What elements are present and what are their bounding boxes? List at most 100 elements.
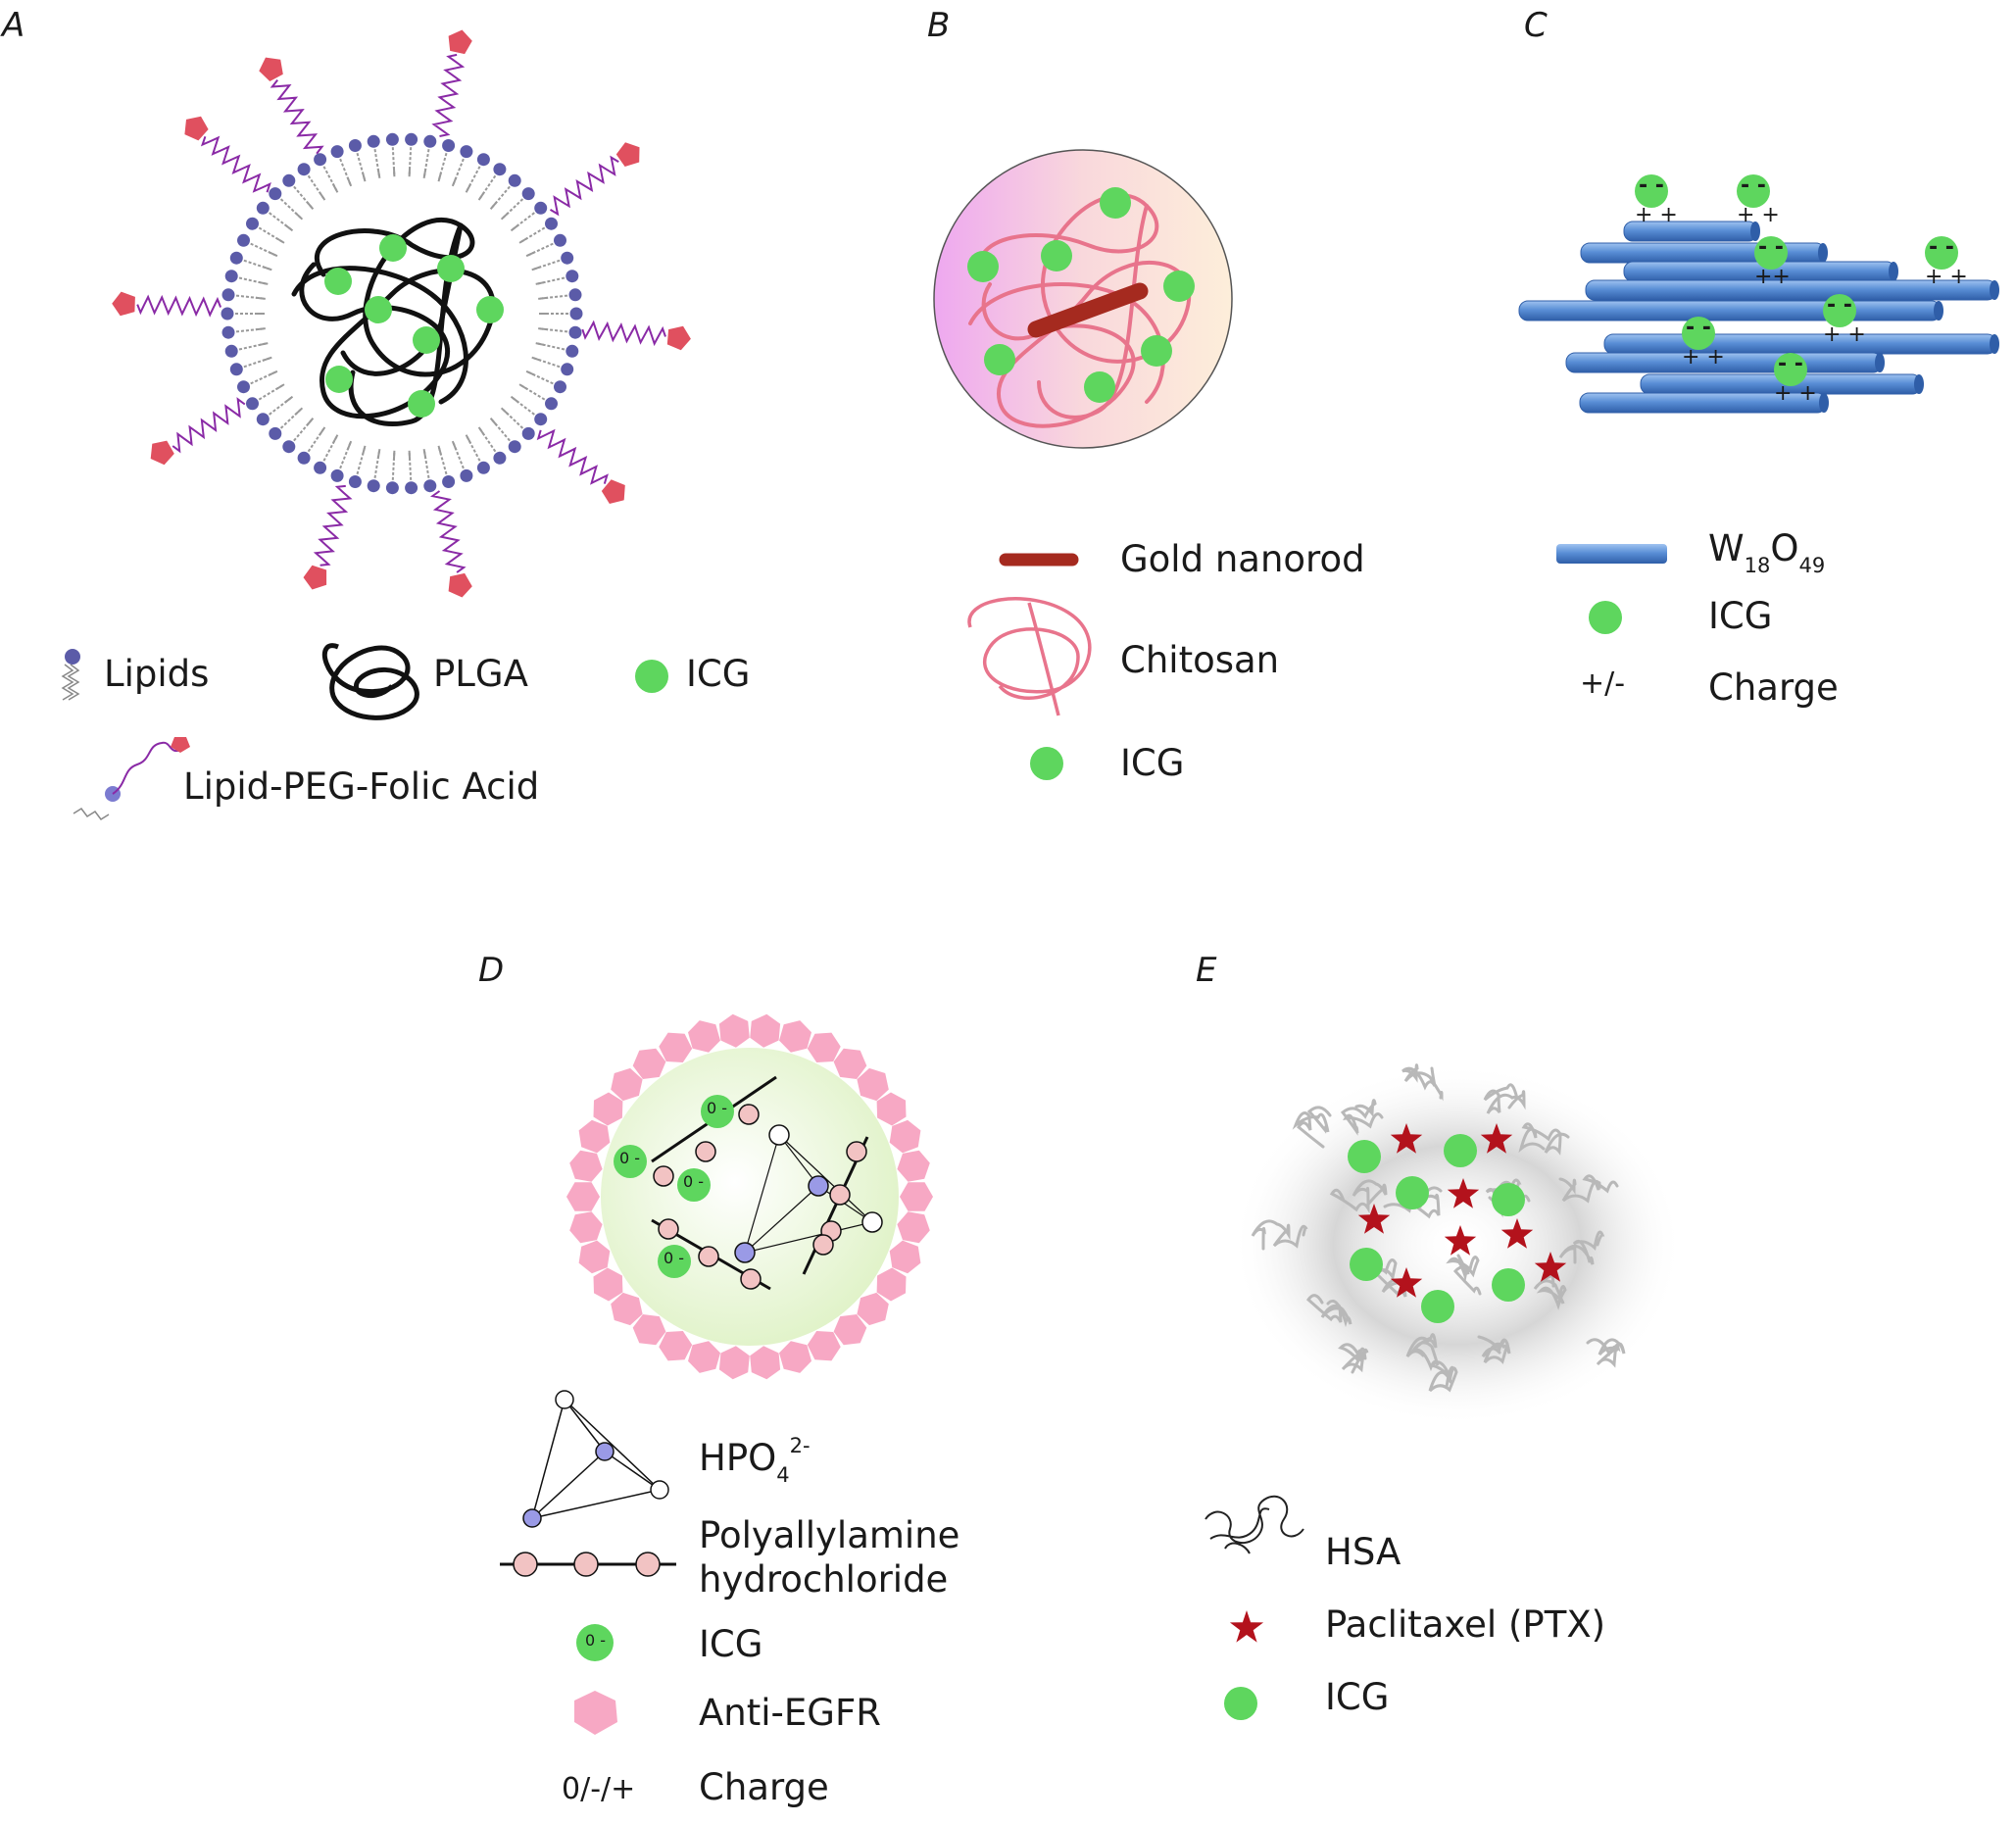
lipid-tail [283,395,294,404]
hsa-protein [1477,1335,1511,1364]
folic-acid [112,291,135,317]
pah-node [698,1246,719,1267]
lipid-tail [331,434,339,444]
lipid-head [423,479,437,493]
hsa-protein [1251,1219,1308,1251]
lipid-head [246,397,259,411]
legend-icg-d: ICG [699,1623,763,1665]
lipid-head [521,426,535,440]
icg-particle [658,1245,691,1278]
lipid-tail [518,383,529,391]
anti-egfr [900,1182,933,1211]
icg-legend-icon [1589,601,1622,634]
lipid-head [269,426,282,440]
legend-hpo4: HPO42- [699,1434,811,1487]
icg-particles [324,234,504,418]
anti-egfr [750,1346,781,1380]
paclitaxel-star [1444,1225,1477,1256]
anti-egfr [807,1032,841,1062]
anti-egfr [876,1267,907,1302]
nanorod-end [1750,222,1760,241]
lipid-head [282,173,296,187]
folic-acid [666,325,691,351]
lipid-head [508,440,521,454]
hsa-protein [1329,1179,1388,1214]
paclitaxel-star [1500,1218,1534,1249]
lipid-peg-folic-acid-chains [112,29,691,598]
icg-charge-label: 0 - [664,1249,685,1267]
lipid-tail [465,434,472,444]
legend-charge-c: Charge [1708,666,1839,709]
legend-lipids: Lipids [104,653,210,695]
lipid-tail [500,212,510,221]
legend-w18o49: W18O49 [1708,527,1826,577]
legend-icg-e: ICG [1325,1676,1390,1718]
anti-egfr [857,1292,889,1326]
w18o49-nanorod [1603,333,1997,355]
legend-chitosan: Chitosan [1120,639,1280,681]
folic-acid [303,565,327,590]
anti-egfr-shell [566,1013,933,1380]
w18o49-legend-icon [1556,544,1667,564]
lipid-tail [262,266,272,271]
icg-legend-icon [576,1624,614,1661]
lipid-tail [437,172,443,182]
lipid-tail [376,449,381,460]
lipid-head [348,475,362,488]
lipid-tail [274,236,285,244]
hsa-protein [1586,1338,1626,1368]
peg-chain [581,320,666,347]
icg-particle [1444,1134,1477,1167]
paclitaxel-star [1390,1267,1423,1298]
icg-particle [701,1095,734,1128]
lipid-tail [535,280,546,285]
lipid-tail [538,327,549,331]
icg-charge-label: 0 - [683,1172,705,1191]
anti-egfr [876,1092,907,1126]
lipid-tail [531,356,542,362]
icg-charge-label: 0 - [619,1149,641,1167]
lipid-tail [465,183,472,193]
anti-egfr [688,1341,720,1373]
legend-plga: PLGA [433,653,528,695]
peg-chain [270,78,324,155]
hpo-legend-icon [522,1390,669,1528]
lipid-head [221,307,234,320]
lipid-head [224,270,238,283]
lipid-tail [408,450,412,461]
legend-polyallylamine-2: hydrochloride [699,1558,949,1601]
lipid-head [237,233,250,247]
chitosan-legend-icon [967,597,1092,716]
pah-node [812,1234,834,1256]
anti-egfr [750,1013,781,1048]
lipid-head [569,307,583,320]
lipid-tail [361,445,367,456]
lipid-tail [518,236,529,244]
icg-legend-icon [635,660,668,693]
folic-acid [615,142,640,167]
lipid-head [493,163,507,176]
legend-gold-nanorod: Gold nanorod [1120,538,1365,580]
icg-particles [1348,1134,1525,1323]
anti-egfr [857,1067,889,1102]
lipid-legend-icon [61,649,80,701]
legend-icg-a: ICG [686,653,751,695]
peg-chain [549,155,619,217]
rod-positive-charge: ++ [1754,265,1791,289]
lipid-tail [268,370,278,376]
panel-label-d: D [478,951,505,990]
peg-chain [172,397,246,454]
hpo-node-neutral [861,1211,883,1233]
anti-egfr [779,1341,811,1373]
pah-legend-icon [500,1552,676,1577]
lipid-tail [408,167,412,177]
lipid-head [521,187,535,201]
lipid-tail [255,327,266,331]
lipid-tail [274,383,285,391]
lipid-head [545,397,558,411]
lipid-tail [258,342,269,347]
w18o49-nanorod [1580,242,1826,264]
lipid-head [314,461,327,474]
lipid-head [221,288,235,302]
nanorod-end [1819,393,1829,413]
